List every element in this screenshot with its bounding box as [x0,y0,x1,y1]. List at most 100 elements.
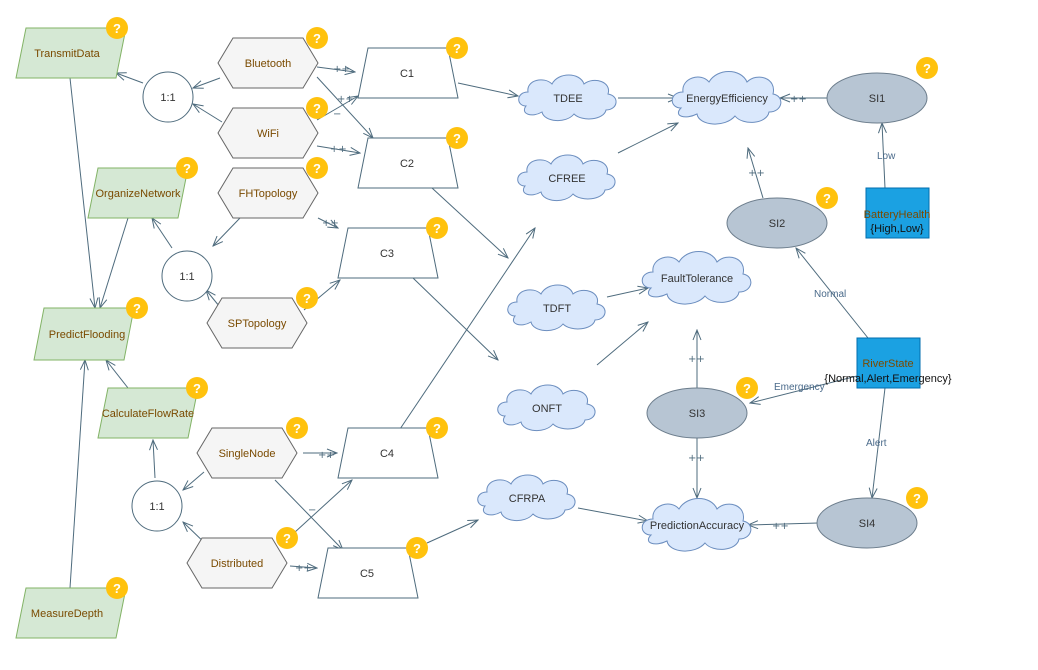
context-c5[interactable]: C5 [317,547,419,599]
claim-tdft[interactable]: TDFT [507,284,606,331]
edge-river-to-si3 [750,375,858,403]
edge-river-to-si2 [796,248,869,339]
option-fh-topology[interactable]: FHTopology [217,167,319,219]
goal-label: MeasureDepth [31,608,103,620]
softgoal-fault-tolerance[interactable]: FaultTolerance [641,251,752,305]
situation-si2[interactable]: SI2 [726,197,828,249]
edge-bluetooth-to-c2 [316,76,373,138]
softgoal-label: PredictionAccuracy [650,520,745,532]
question-icon[interactable]: ? [446,37,468,59]
question-icon[interactable]: ? [186,377,208,399]
question-icon[interactable]: ? [126,297,148,319]
option-label: SPTopology [228,318,287,330]
question-icon[interactable]: ? [916,57,938,79]
option-bluetooth[interactable]: Bluetooth [217,37,319,89]
svg-text:?: ? [313,31,321,46]
edge-label-alert: Alert [866,438,887,449]
plus-marker: ++ [748,168,765,179]
variable-battery-health[interactable]: BatteryHealth {High,Low} [864,187,931,239]
edge-singlenode-to-ratio3 [183,471,205,490]
claim-cfree[interactable]: CFREE [517,154,616,201]
option-wifi[interactable]: WiFi [217,107,319,159]
svg-text:?: ? [303,291,311,306]
option-single-node[interactable]: SingleNode [196,427,298,479]
question-icon[interactable]: ? [296,287,318,309]
minus-marker: − [333,109,341,120]
goal-transmit-data[interactable]: TransmitData [15,27,127,79]
question-icon[interactable]: ? [406,537,428,559]
question-icon[interactable]: ? [426,417,448,439]
question-icon[interactable]: ? [426,217,448,239]
question-icon[interactable]: ? [306,27,328,49]
situation-si1[interactable]: SI1 [826,72,928,124]
question-icon[interactable]: ? [906,487,928,509]
svg-text:?: ? [113,581,121,596]
edge-singlenode-to-c5 [274,479,343,550]
svg-text:?: ? [453,41,461,56]
svg-text:?: ? [923,61,931,76]
question-icon[interactable]: ? [176,157,198,179]
question-icon[interactable]: ? [736,377,758,399]
goal-label: OrganizeNetwork [96,188,181,200]
ratio-circle-middle[interactable]: 1:1 [161,250,213,302]
question-icon[interactable]: ? [106,577,128,599]
context-c3[interactable]: C3 [337,227,439,279]
variable-name: RiverState [862,358,913,370]
svg-text:?: ? [433,421,441,436]
softgoal-energy-efficiency[interactable]: EnergyEfficiency [671,71,782,125]
goal-predict-flooding[interactable]: PredictFlooding [33,307,135,361]
question-icon[interactable]: ? [106,17,128,39]
question-icon[interactable]: ? [816,187,838,209]
ratio-circle-top[interactable]: 1:1 [142,71,194,123]
claim-onft[interactable]: ONFT [497,384,596,431]
context-c2[interactable]: C2 [357,137,459,189]
edge-c2-to-tdft [431,187,508,258]
plus-marker: ++ [688,453,705,464]
softgoal-label: FaultTolerance [661,273,733,285]
option-label: FHTopology [239,188,298,200]
situation-label: SI3 [689,408,706,420]
context-c4[interactable]: C4 [337,427,439,479]
edge-transmit-to-predict [69,77,95,308]
claim-label: TDFT [543,303,571,315]
situation-si4[interactable]: SI4 [816,497,918,549]
option-label: WiFi [257,128,279,140]
question-icon[interactable]: ? [306,157,328,179]
question-badges: ? ? ? ? ? ? ? ? ? ? ? ? ? ? ? ? ? ? ? ? [106,17,938,599]
claim-label: ONFT [532,403,562,415]
context-c1[interactable]: C1 [357,47,459,99]
svg-text:?: ? [433,221,441,236]
question-icon[interactable]: ? [446,127,468,149]
svg-text:?: ? [293,421,301,436]
ratio-circle-bottom[interactable]: 1:1 [131,480,183,532]
edge-fhtopology-to-ratio2 [213,217,241,246]
svg-text:?: ? [313,161,321,176]
edge-label-normal: Normal [814,289,846,300]
situation-si3[interactable]: SI3 [646,387,748,439]
claim-cfrpa[interactable]: CFRPA [477,474,576,521]
option-sp-topology[interactable]: SPTopology [206,297,308,349]
goal-label: PredictFlooding [49,329,125,341]
variable-river-state[interactable]: RiverState {Normal,Alert,Emergency} [824,337,952,389]
claim-tdee[interactable]: TDEE [518,74,617,121]
variable-values: {Normal,Alert,Emergency} [824,373,951,385]
question-icon[interactable]: ? [276,527,298,549]
softgoal-prediction-accuracy[interactable]: PredictionAccuracy [641,498,752,552]
goal-calculate-flow-rate[interactable]: CalculateFlowRate [97,387,199,439]
claim-label: CFREE [548,173,585,185]
edge-calculate-to-predict [106,360,129,389]
question-icon[interactable]: ? [306,97,328,119]
edge-si4-to-prediction [748,523,819,525]
option-distributed[interactable]: Distributed [186,537,288,589]
ratio-label: 1:1 [149,501,164,513]
plus-marker: ++ [330,144,347,155]
edge-c5-to-cfrpa [426,520,478,544]
goal-organize-network[interactable]: OrganizeNetwork [87,167,189,219]
minus-marker: − [308,505,316,516]
goal-measure-depth[interactable]: MeasureDepth [15,587,127,639]
plus-marker: ++ [790,94,807,105]
edge-bluetooth-to-ratio1 [193,77,221,88]
question-icon[interactable]: ? [286,417,308,439]
ratio-label: 1:1 [179,271,194,283]
